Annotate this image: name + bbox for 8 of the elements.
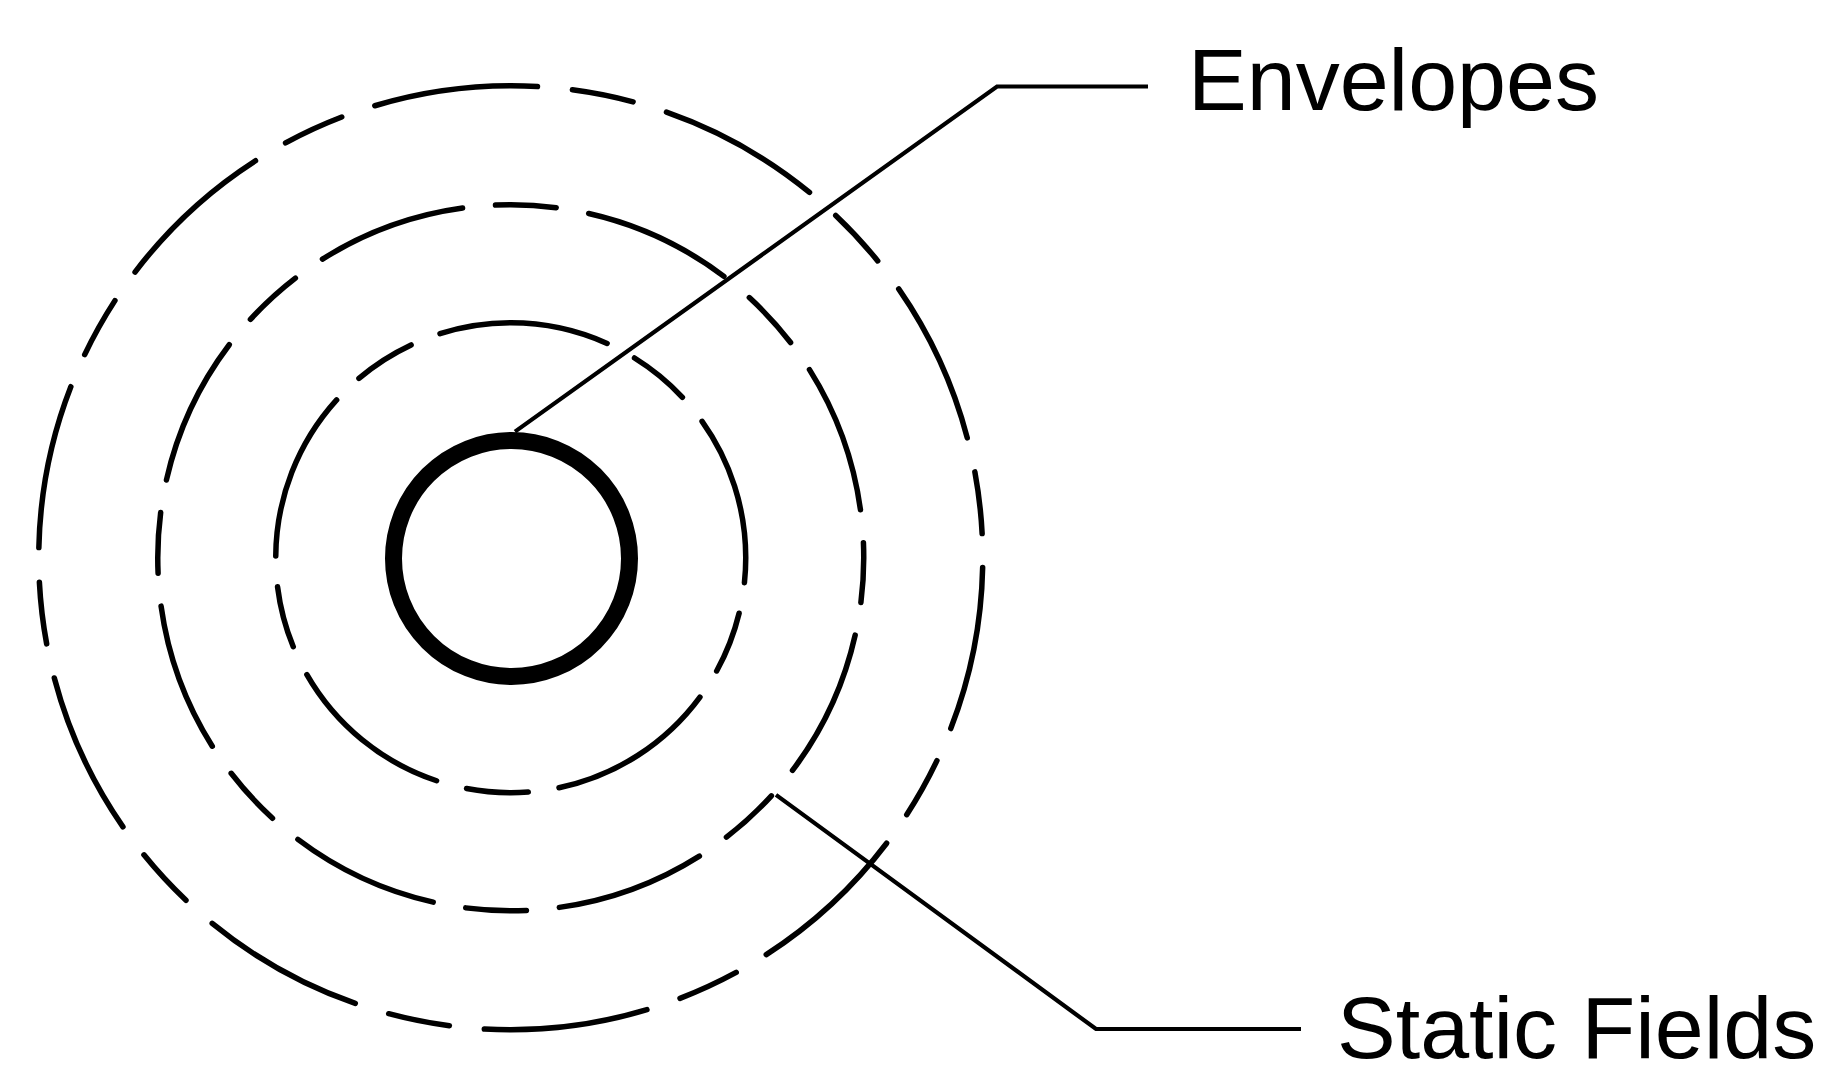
callout-label: Envelopes <box>1188 29 1599 131</box>
thick-circle <box>384 431 638 685</box>
leader-line <box>774 793 1301 1032</box>
dashed-circle <box>155 202 867 914</box>
leader-line <box>513 84 1148 434</box>
dashed-circle <box>36 83 986 1033</box>
callout-label: Static Fields <box>1337 977 1817 1079</box>
dashed-circle <box>273 320 749 796</box>
